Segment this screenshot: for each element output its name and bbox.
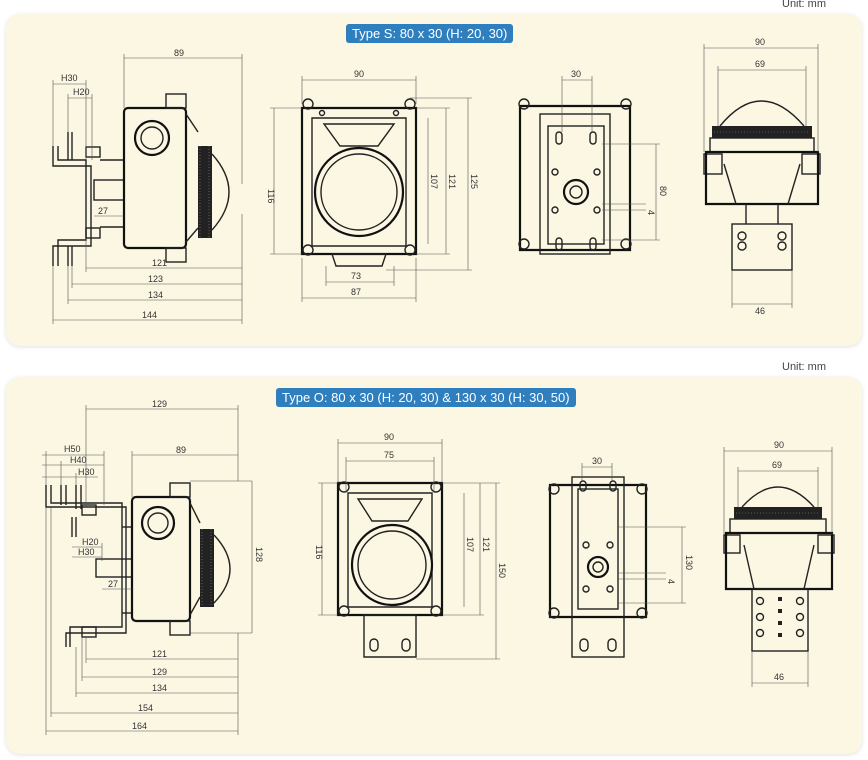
type-s-front-view: 90 116 107 121 125 73 87 bbox=[266, 69, 479, 302]
type-o-drawings: 129 89 H50 H40 H30 H20 H30 27 128 121 12… bbox=[42, 399, 835, 735]
type-s-side-dim-89: 89 bbox=[174, 48, 184, 58]
type-o-side-dim-h50: H50 bbox=[64, 444, 81, 454]
type-s-back-dim-30: 30 bbox=[571, 69, 581, 79]
type-o-back-dim-30: 30 bbox=[592, 456, 602, 466]
type-o-profile-dim-46: 46 bbox=[774, 672, 784, 682]
type-s-front-dim-73: 73 bbox=[351, 271, 361, 281]
type-o-front-dim-121: 121 bbox=[481, 537, 491, 552]
type-s-title-badge: Type S: 80 x 30 (H: 20, 30) bbox=[346, 24, 514, 43]
type-o-side-view: 129 89 H50 H40 H30 H20 H30 27 128 121 12… bbox=[42, 399, 264, 735]
type-s-back-view: 30 80 4 bbox=[518, 69, 668, 255]
type-s-side-dim-27: 27 bbox=[98, 206, 108, 216]
type-s-side-dim-134: 134 bbox=[148, 290, 163, 300]
type-o-back-view: 30 130 4 bbox=[548, 456, 694, 658]
type-o-side-dim-h20: H20 bbox=[82, 537, 99, 547]
type-s-side-dim-121: 121 bbox=[152, 258, 167, 268]
type-o-front-dim-116: 116 bbox=[314, 545, 324, 559]
type-s-panel: 89 H30 H20 27 121 123 134 144 bbox=[6, 14, 862, 346]
type-o-side-dim-164: 164 bbox=[132, 721, 147, 731]
type-o-side-dim-129-top: 129 bbox=[152, 399, 167, 409]
type-s-side-dim-144: 144 bbox=[142, 310, 157, 320]
type-o-front-dim-150: 150 bbox=[497, 563, 507, 578]
type-o-side-dim-h40: H40 bbox=[70, 455, 87, 465]
type-o-front-dim-107: 107 bbox=[465, 537, 475, 552]
type-o-panel: 129 89 H50 H40 H30 H20 H30 27 128 121 12… bbox=[6, 377, 862, 754]
type-o-front-dim-75: 75 bbox=[384, 450, 394, 460]
type-s-front-dim-107: 107 bbox=[429, 174, 439, 189]
type-s-back-dim-80: 80 bbox=[658, 186, 668, 196]
type-o-side-dim-128: 128 bbox=[254, 547, 264, 562]
type-s-side-dim-123: 123 bbox=[148, 274, 163, 284]
type-s-side-dim-h20: H20 bbox=[73, 87, 90, 97]
type-o-side-dim-134: 134 bbox=[152, 683, 167, 693]
type-o-side-dim-89: 89 bbox=[176, 445, 186, 455]
type-o-side-dim-27: 27 bbox=[108, 579, 118, 589]
type-s-front-dim-87: 87 bbox=[351, 287, 361, 297]
unit-label-top: Unit: mm bbox=[782, 0, 826, 10]
type-s-front-dim-116: 116 bbox=[266, 189, 276, 203]
type-o-profile-dim-90: 90 bbox=[774, 440, 784, 450]
type-o-back-dim-130: 130 bbox=[684, 555, 694, 570]
type-o-profile-view: 90 69 46 bbox=[723, 440, 835, 687]
type-o-side-dim-154: 154 bbox=[138, 703, 153, 713]
type-s-front-dim-90: 90 bbox=[354, 69, 364, 79]
type-o-side-dim-121: 121 bbox=[152, 649, 167, 659]
type-s-front-dim-121: 121 bbox=[447, 174, 457, 189]
type-s-profile-view: 90 69 46 bbox=[703, 37, 821, 316]
type-s-side-dim-h30: H30 bbox=[61, 73, 78, 83]
type-s-drawings: 89 H30 H20 27 121 123 134 144 bbox=[52, 37, 821, 324]
type-o-front-view: 90 75 116 107 121 150 bbox=[314, 432, 507, 660]
type-o-title-badge: Type O: 80 x 30 (H: 20, 30) & 130 x 30 (… bbox=[276, 388, 576, 407]
type-s-profile-dim-69: 69 bbox=[755, 59, 765, 69]
type-o-side-dim-129: 129 bbox=[152, 667, 167, 677]
type-s-side-view: 89 H30 H20 27 121 123 134 144 bbox=[52, 48, 243, 324]
type-o-back-dim-4: 4 bbox=[666, 579, 676, 584]
type-o-profile-dim-69: 69 bbox=[772, 460, 782, 470]
type-o-side-dim-h30: H30 bbox=[78, 467, 95, 477]
unit-label-bottom: Unit: mm bbox=[782, 361, 826, 373]
type-s-front-dim-125: 125 bbox=[469, 174, 479, 189]
type-o-front-dim-90: 90 bbox=[384, 432, 394, 442]
type-s-back-dim-4: 4 bbox=[646, 210, 656, 215]
type-s-profile-dim-46: 46 bbox=[755, 306, 765, 316]
type-o-side-dim-h30-lower: H30 bbox=[78, 547, 95, 557]
type-s-profile-dim-90: 90 bbox=[755, 37, 765, 47]
